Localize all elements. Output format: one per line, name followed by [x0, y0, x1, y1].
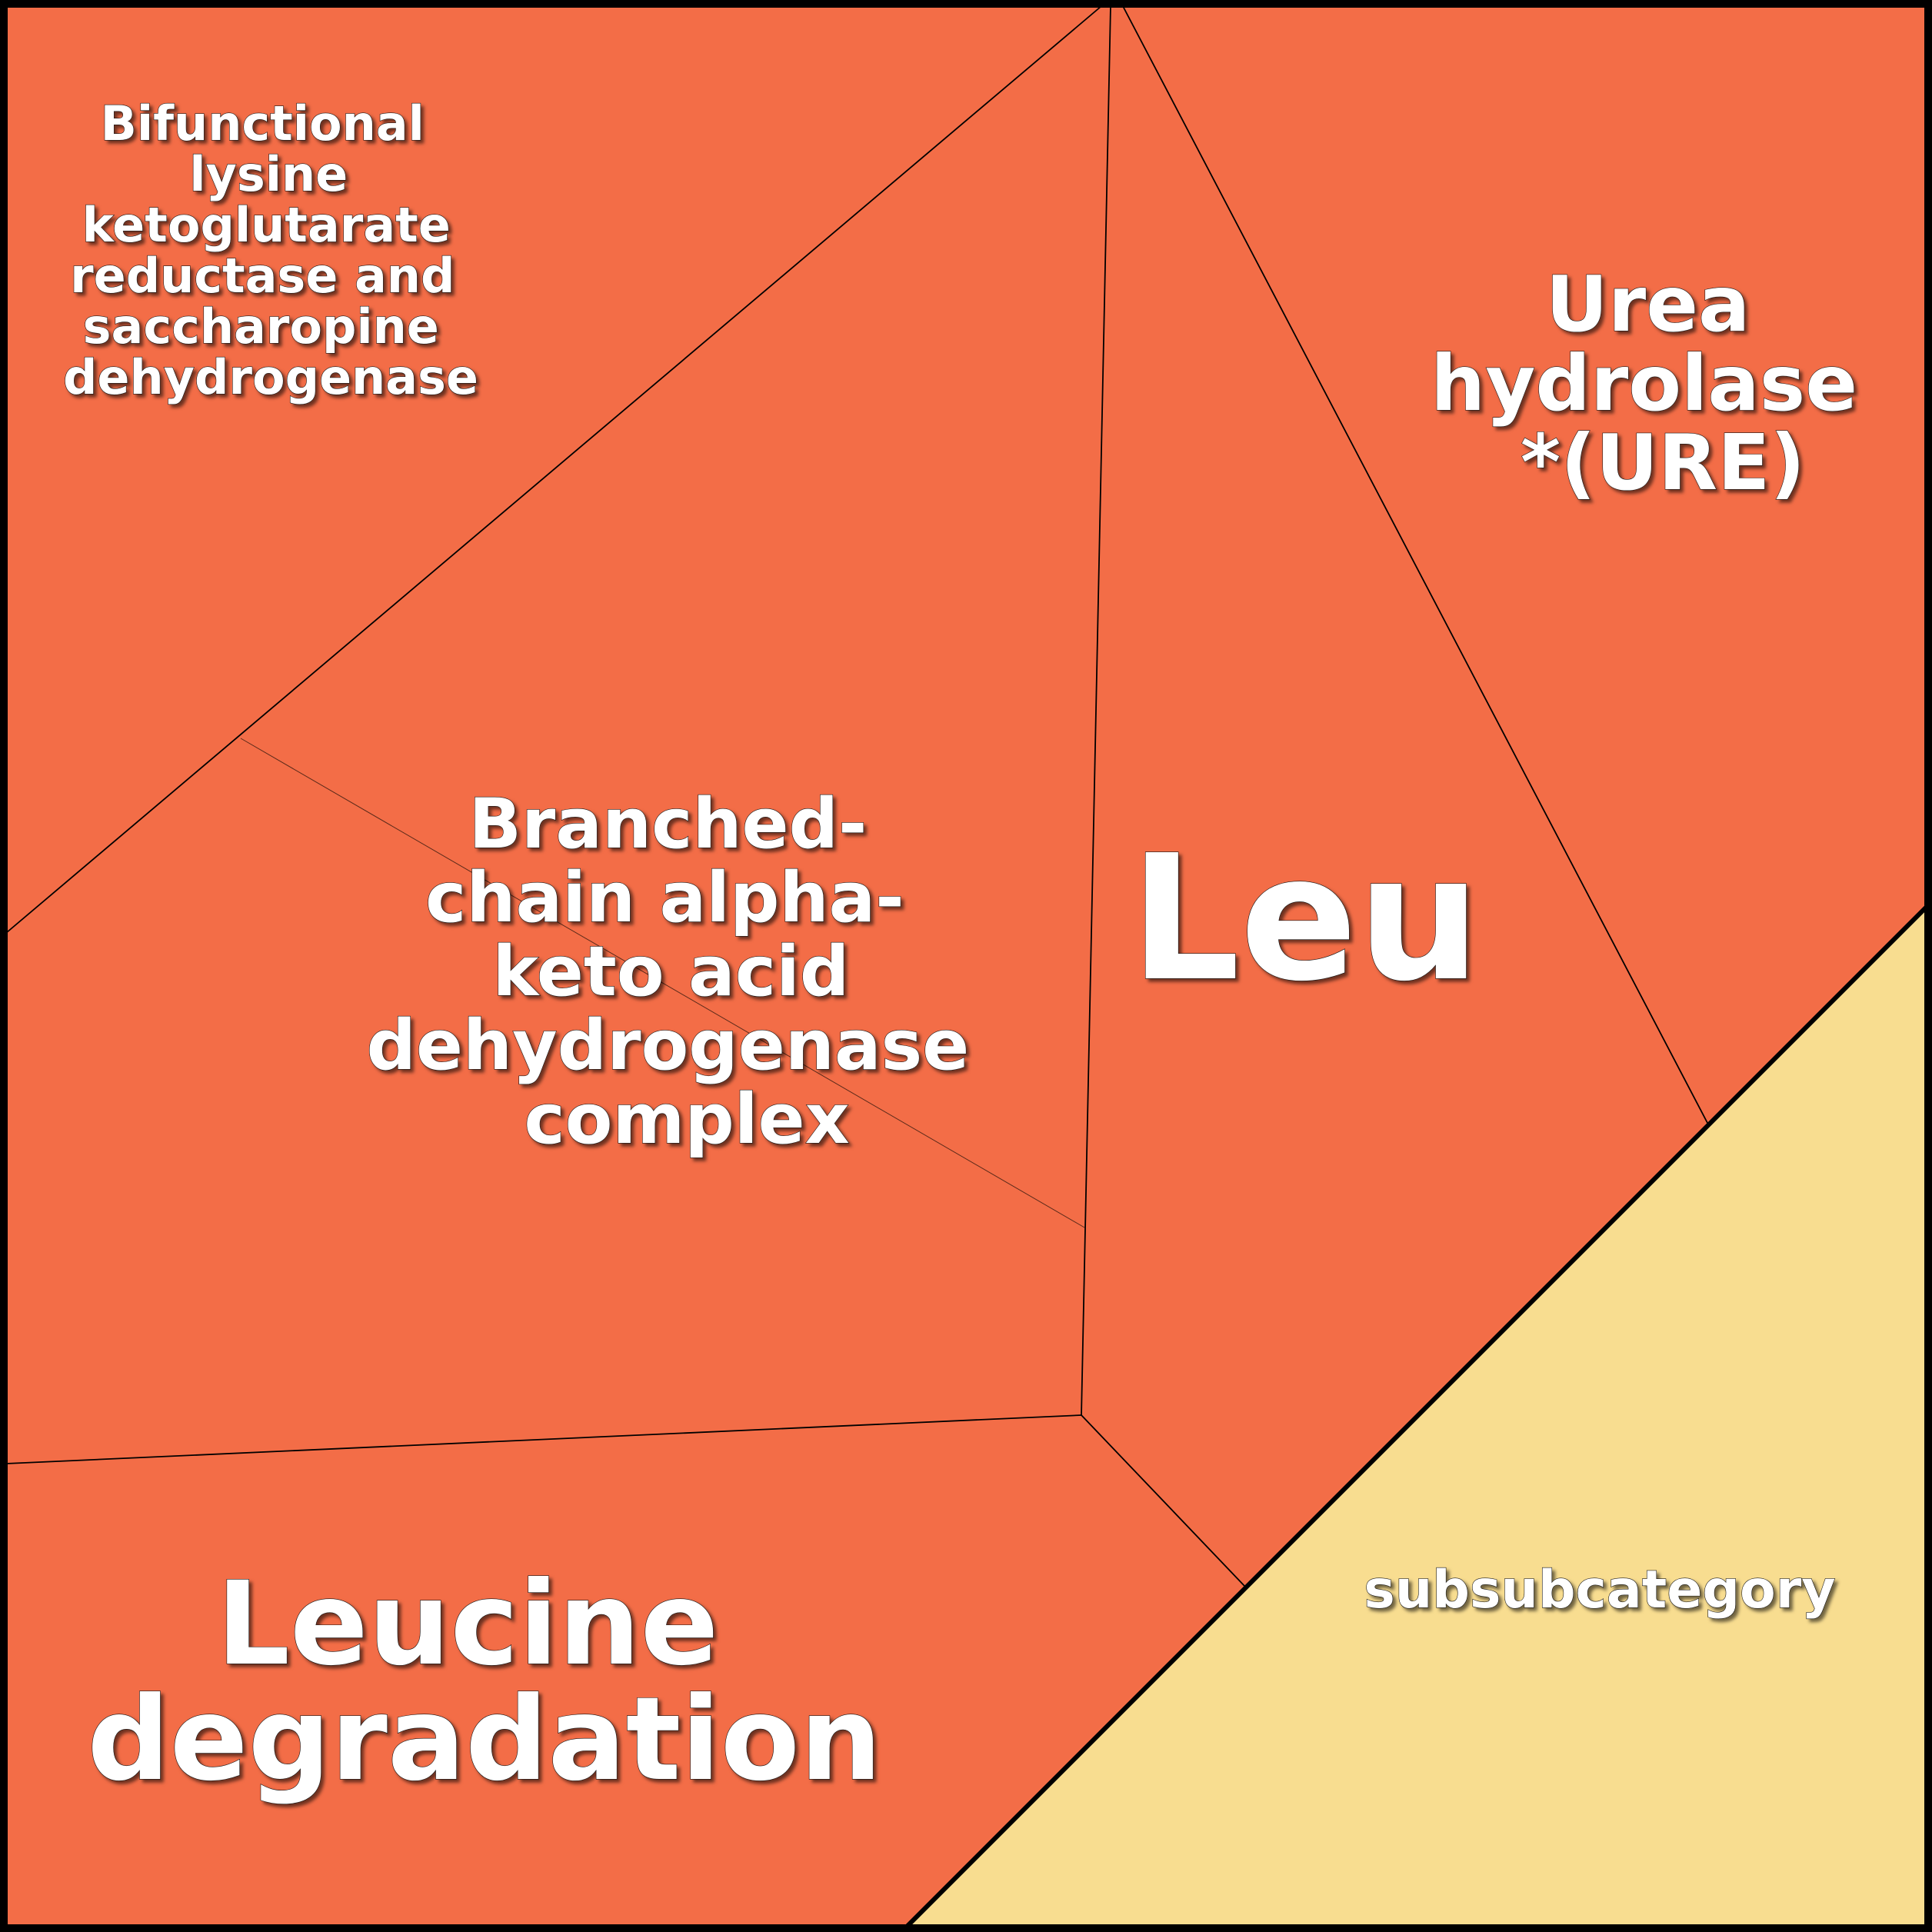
label-urea-hydrolase: Urea hydrolase *(URE) — [1431, 259, 1884, 508]
border-leu-urea — [1122, 5, 1708, 1124]
border-branched-degradation — [5, 1414, 1082, 1464]
label-branched-chain: Branched- chain alpha- keto acid dehydro… — [366, 784, 993, 1160]
label-leu: Leu — [1130, 818, 1481, 1020]
border-inner-faint — [240, 738, 1085, 1228]
cell-borders — [5, 5, 1708, 1587]
border-branched-leu — [1081, 5, 1111, 1416]
label-leucine-degradation: Leucine degradation — [87, 1557, 881, 1807]
border-bifunctional — [5, 5, 1102, 934]
label-bifunctional: Bifunctional lysine ketoglutarate reduct… — [63, 95, 478, 405]
label-subsubcategory: subsubcategory — [1364, 1560, 1835, 1621]
group-boundary — [905, 905, 1928, 1928]
border-leu-degradation — [1081, 1414, 1245, 1587]
